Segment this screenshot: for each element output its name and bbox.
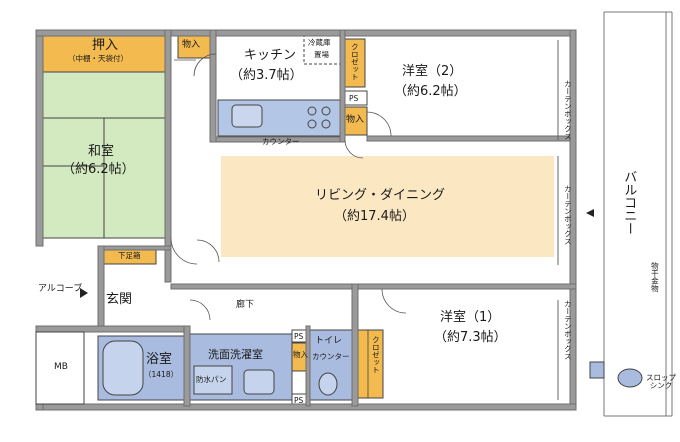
monoire-label-laundry: 物入 [293,350,308,359]
yoshitsu1-size: （約7.3帖） [434,330,507,345]
oshiire-note: （中棚・天袋付） [68,54,128,63]
monohoshi-label: 物干金物 [650,262,660,292]
living-floor [221,156,554,257]
bohan-label: 防水パン [196,375,227,384]
fridge-label-2: 置場 [314,50,329,59]
curtain-box-label-2: カーテンボックス [563,185,573,245]
bath-size: （1418） [144,370,179,379]
living-label: リビング・ダイニング [315,188,446,203]
roka-label: 廊下 [236,300,255,310]
kitchen-size: （約3.7帖） [230,68,303,83]
alcove-arrow [80,288,88,298]
yoshitsu1-label: 洋室（1） [440,310,501,325]
washitsu-size: （約6.2帖） [62,162,135,177]
curtain-box-label-3: カーテンボックス [563,300,573,360]
kitchen-label: キッチン [244,48,297,63]
oshiire-storage [42,35,169,73]
genkan-label: 玄関 [106,292,133,307]
fridge-label-1: 冷蔵庫 [308,38,331,47]
living-size: （約17.4帖） [334,209,415,224]
closet-label-2: クロゼット [350,43,360,81]
monoire-label-top: 物入 [182,40,201,50]
senmen-label: 洗面洗濯室 [208,348,263,361]
washitsu-label: 和室 [88,144,115,159]
toilet-counter-label: カウンター [312,352,350,361]
yoshitsu2-size: （約6.2帖） [394,84,467,99]
toilet-label: トイレ [315,336,343,346]
getabako-label: 下足箱 [118,251,141,260]
alcove-label: アルコーブ [38,284,83,294]
slop-sink [617,368,643,388]
yoshitsu2-label: 洋室（2） [402,64,463,79]
slop-sink-label: スロップシンク [646,373,676,391]
mb-box [35,331,85,405]
mb-label: MB [54,362,68,372]
bath-label: 浴室 [146,352,173,367]
ps-label-bottom: PS [294,396,304,405]
balcony-label: バルコニー [621,170,637,235]
closet-label-1: クロゼット [371,336,381,374]
kitchen-counter-label: カウンター [262,137,300,146]
monoire-label-side: 物入 [346,115,365,125]
oshiire-label: 押入 [92,38,119,53]
ps-label-kitchen: PS [349,94,359,103]
ps-label-top: PS [294,332,304,341]
curtain-box-label-1: カーテンボックス [563,80,573,140]
